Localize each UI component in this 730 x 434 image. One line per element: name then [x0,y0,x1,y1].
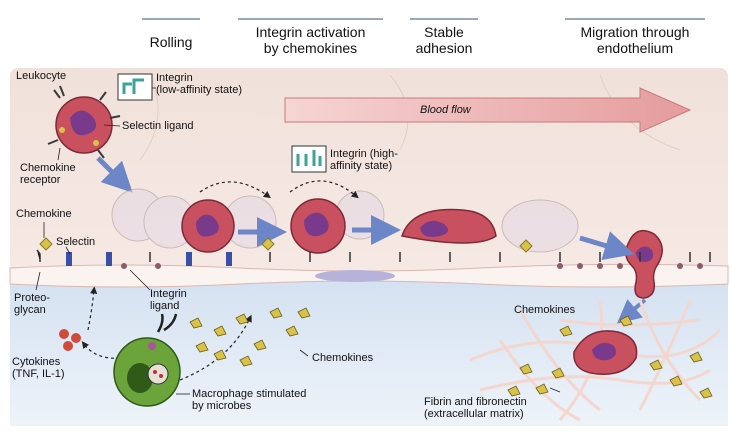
tissue-leukocyte [573,330,638,375]
chemokine-release-arrow [179,314,252,381]
label-fibrin-line1: Fibrin and fibronectin [424,396,527,408]
label-leukocyte: Leukocyte [16,70,67,82]
label-proteoglycan-line1: Proteo- [14,292,51,304]
label-integrin-high: Integrin (high- affinity state) [330,148,398,172]
rolling-arc-2 [289,180,359,199]
stage-migration-line1: Migration through [580,24,690,40]
label-macrophage: Macrophage stimulated by microbes [192,388,306,412]
integrin-low-affinity-icon [117,73,153,101]
label-integrin-ligand: Integrin ligand [150,288,187,312]
tissue-chemokines-mid [189,307,311,367]
label-chemokine: Chemokine [16,208,72,220]
stage-migration-line2: endothelium [596,40,674,56]
adhered-leukocyte [401,208,497,244]
stage-integrin-activation: Integrin activation by chemokines [238,18,383,56]
label-macrophage-line1: Macrophage stimulated [192,388,307,400]
endothelial-nucleus [315,270,395,282]
label-chemokine-receptor-line2: receptor [20,174,61,186]
label-cytokines-line1: Cytokines [12,356,61,368]
label-chemokine-receptor-line1: Chemokine [20,162,76,174]
label-integrin-low-line1: Integrin [156,72,193,84]
label-integrin-high-line2: affinity state) [330,160,393,172]
rolling-arc-1 [199,181,271,199]
label-proteoglycan: Proteo- glycan [14,292,50,316]
stage-stable-adhesion: Stable adhesion [410,18,478,56]
label-integrin-low: Integrin (low-affinity state) [156,72,242,96]
label-integrin-ligand-line2: ligand [150,300,180,312]
endothelial-molecules [36,249,711,262]
label-chemokine-receptor: Chemokine receptor [20,162,76,186]
integrin-ligand-molecules [121,263,703,269]
label-integrin-high-line1: Integrin (high- [330,148,398,160]
chemokine-molecules [39,237,533,253]
label-integrin-ligand-line1: Integrin [150,288,187,300]
label-macrophage-line2: by microbes [192,400,252,412]
migration-arrow [579,231,635,261]
blood-flow-arrow [284,87,692,133]
label-fibrin: Fibrin and fibronectin (extracellular ma… [424,396,527,420]
migrating-leukocyte [625,229,663,299]
stage-stable-adhesion-line1: Stable [424,24,464,40]
stage-migration: Migration through endothelium [565,18,705,56]
label-selectin: Selectin [56,236,96,248]
rolling-direction-arrow [96,156,133,193]
tissue-chemokines-right [507,315,713,399]
stage-integrin-activation-line1: Integrin activation [255,24,366,40]
cytokine-particles [59,329,81,351]
stage-rolling: Rolling [142,18,200,50]
label-integrin-low-line2: (low-affinity state) [156,84,242,96]
label-cytokines-line2: (TNF, IL-1) [12,368,65,380]
label-selectin-ligand: Selectin ligand [122,120,194,132]
stage-rolling-label: Rolling [149,34,193,50]
macrophage [113,313,181,407]
leukocyte-cell [47,85,121,159]
selectin-molecules [66,252,232,266]
label-fibrin-line2: (extracellular matrix) [424,408,524,420]
rolling-leukocyte [181,199,235,253]
label-chemokines-right: Chemokines [514,304,576,316]
stage-stable-adhesion-line2: adhesion [415,40,473,56]
leader-lines [35,87,561,395]
cytokine-arrow-from-macrophage [81,341,121,359]
label-proteoglycan-line2: glycan [14,304,46,316]
integrin-high-affinity-icon [291,145,327,173]
activated-leukocyte [290,198,346,254]
label-cytokines: Cytokines (TNF, IL-1) [12,356,65,380]
label-chemokines-mid: Chemokines [312,352,374,364]
cytokine-arrow-up [87,286,98,331]
label-blood-flow: Blood flow [420,104,471,116]
stage-integrin-activation-line2: by chemokines [263,40,358,56]
fibrin-network [469,299,722,422]
